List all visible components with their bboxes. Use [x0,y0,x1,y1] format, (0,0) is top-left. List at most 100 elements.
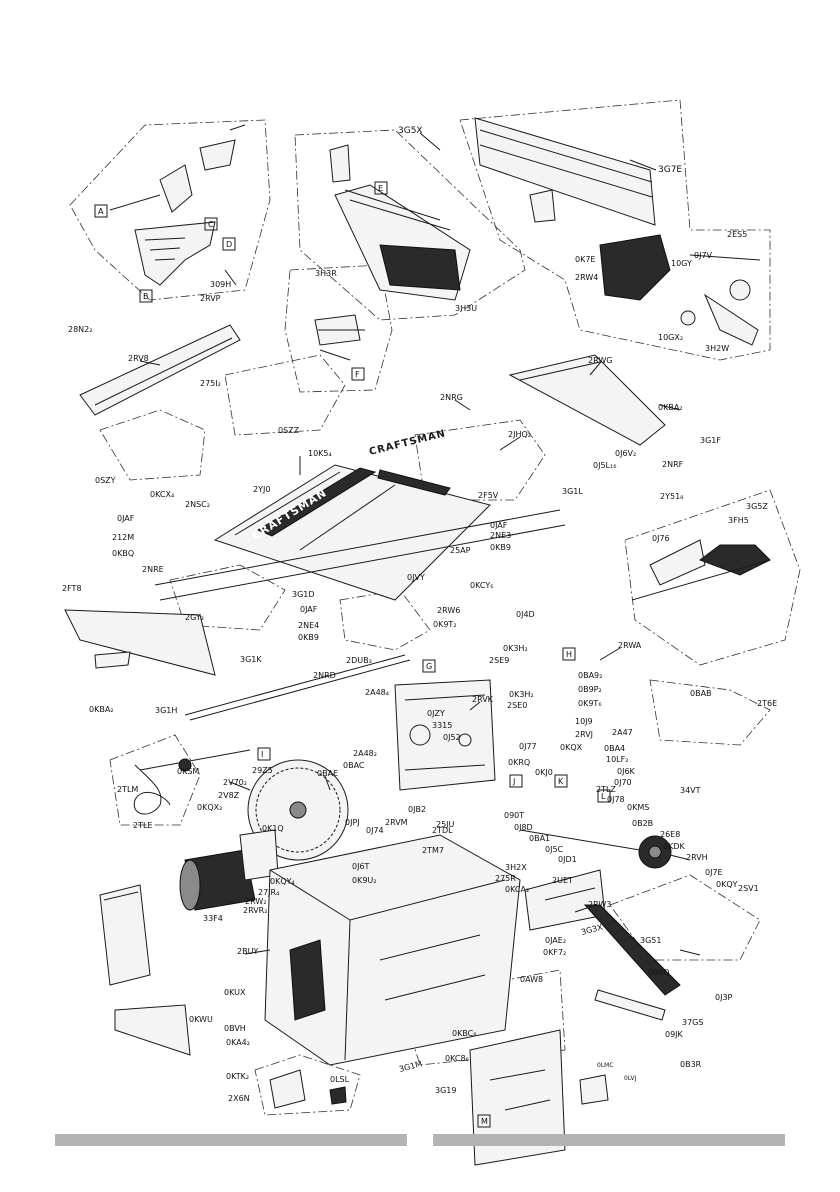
part-label: 3H3U [455,304,477,313]
leader-lines [139,132,691,955]
part-label: 0K7E [575,255,595,264]
part-label: 2RVK [472,695,494,704]
part-label: 0J78 [607,795,625,804]
part-label: 0JAF [300,605,318,614]
callout-box-label: E [378,184,383,193]
part-label: 0K9T₆ [578,699,602,708]
extension-wing-right [508,354,666,446]
callout-box-label: H [566,650,572,659]
part-label: 0BAE [317,769,338,778]
extension-wing-front-left [64,609,216,676]
part-label: 275R [495,874,516,883]
part-label: 2RW3 [588,900,611,909]
part-label: 26E8 [660,830,680,839]
part-label: 212M [112,533,134,542]
cord-group-outline [109,734,201,826]
part-label: 0J7E [705,868,723,877]
part-label: 0B9P₂ [578,685,602,694]
part-label: 34VT [680,786,701,795]
part-label: 0J76 [652,534,670,543]
part-label: 0KUX [224,988,246,997]
part-label: 3G1M [398,1059,423,1074]
part-label: 25AP [450,546,471,555]
part-label: 10K5₄ [308,449,332,458]
part-label: 0KQY [716,880,738,889]
part-label: 0J4D [516,610,535,619]
part-label: 0J6V₂ [615,449,636,458]
part-label: 0KCY₆ [470,581,493,590]
switch-box-outline [254,1054,361,1116]
part-label: 2V8Z [218,791,240,800]
part-label: 2NE3 [490,531,511,540]
part-label: 0K9T₂ [433,620,457,629]
part-label: 28N2₂ [68,325,92,334]
part-label: 0KBQ [112,549,134,558]
part-label: 2RW4 [575,273,598,282]
callout-box-label: F [355,370,360,379]
part-label: 10GX₂ [658,333,683,342]
part-label: 2NRF [662,460,684,469]
miter-lock-outline [649,679,771,746]
part-label: 0KF7₂ [543,948,566,957]
part-label: 3H2W [705,344,729,353]
part-label: 0JAF [117,514,135,523]
miter-gauge-outline [624,489,801,666]
part-label: 2YJ0 [253,485,270,494]
part-label: 0J8D [514,823,533,832]
part-label: 2RVJ [575,730,593,739]
part-label: 0LMC [597,1062,614,1069]
callout-box-label: K [558,777,564,786]
part-label: 37GS [682,1018,703,1027]
storage-clip [579,1074,609,1105]
part-label: 2Y51₈ [660,492,683,501]
part-label: 0KSM [177,767,199,776]
part-label: 3FH5 [728,516,749,525]
callout-box-label: B [143,292,149,301]
part-label: 0KJ0 [535,768,553,777]
part-label: 10J9 [575,717,593,726]
part-label: 2UET [552,876,573,885]
rail-lock-right-outline [414,419,546,501]
part-label: 3G1K [240,655,262,664]
part-label: 0KBA₂ [89,705,114,714]
part-label: 2TM7 [422,846,444,855]
saw-base [264,834,521,1066]
part-label: 0JB2 [408,805,426,814]
part-label: 309H [210,280,231,289]
guard-group-outline [294,129,526,321]
part-label: 0KWU [189,1015,213,1024]
part-label: 0BA9₂ [578,671,602,680]
part-label: 0SZY [95,476,116,485]
part-label: 2X6N [228,1094,250,1103]
part-label: 3G1L [562,487,583,496]
table-top [213,464,491,601]
part-label: 2RVR₂ [243,906,267,915]
push-stick [114,1004,191,1056]
part-label: 3G5Z [746,502,768,511]
part-label: 0J6K [617,767,636,776]
part-label: 3H2X [505,863,527,872]
part-label: 0J6T [352,862,370,871]
part-label: 2RVH [686,853,708,862]
callout-boxes: A B C D E F G H I J K L M [94,181,611,1128]
part-label: 3G3X [580,922,604,936]
motor [179,829,279,911]
part-label: 3G19 [435,1086,456,1095]
part-label: 3G1F [700,436,721,445]
part-label: 090T [504,811,524,820]
part-label: 2RW6 [437,606,460,615]
part-label: 0KRQ [508,758,530,767]
part-label: 0B2B [632,819,653,828]
part-label: 2NE4 [298,621,319,630]
part-label: 090Q [648,968,670,977]
part-label: 2RWA [618,641,642,650]
anti-kickback-pawls [314,314,365,361]
part-label: 33F4 [203,914,223,923]
part-label: 0KQX₂ [197,803,222,812]
part-label: 2ES5 [727,230,747,239]
part-label: 0BAB [690,689,712,698]
part-label: 0JAF [490,521,508,530]
switch-box [269,1069,347,1109]
part-label: 0KDK [663,842,685,851]
callout-box-label: J [512,777,515,786]
